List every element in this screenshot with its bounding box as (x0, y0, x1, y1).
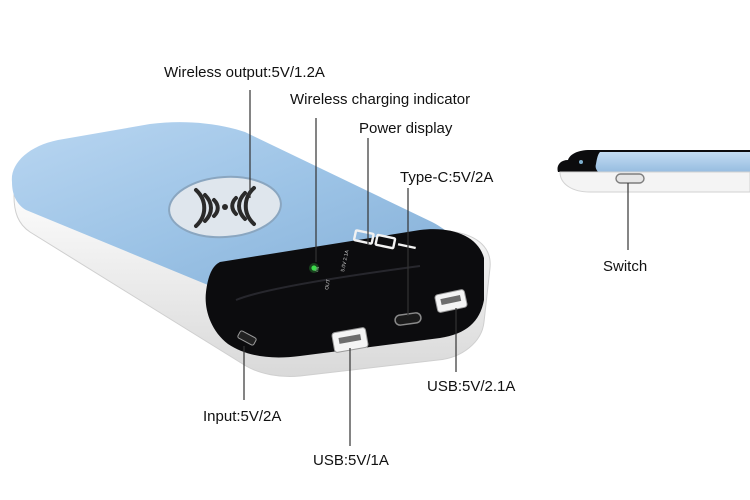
callout-input: Input:5V/2A (203, 408, 282, 425)
type-c-port (394, 312, 422, 326)
power-bank-black-panel (205, 229, 484, 358)
wireless-indicator-led (311, 265, 317, 271)
callout-switch: Switch (603, 258, 648, 275)
callout-power-display: Power display (359, 120, 453, 137)
switch-button (615, 173, 645, 184)
svg-text:5.0V 2.1A: 5.0V 2.1A (340, 249, 351, 272)
callout-usb-1a: USB:5V/1A (313, 452, 389, 469)
callout-wireless-indicator: Wireless charging indicator (290, 91, 471, 108)
callout-wireless-output: Wireless output:5V/1.2A (164, 64, 325, 81)
svg-text:OUT: OUT (324, 279, 332, 291)
callout-type-c: Type-C:5V/2A (400, 169, 494, 186)
wireless-signal-icon (194, 186, 256, 228)
callout-usb-2-1a: USB:5V/2.1A (427, 378, 516, 395)
side-view-device (557, 150, 750, 193)
display-in-out-text: IN (314, 266, 321, 273)
micro-usb-input-port (237, 330, 257, 346)
power-display-digits (352, 229, 416, 250)
callout-leader-lines (243, 90, 629, 446)
